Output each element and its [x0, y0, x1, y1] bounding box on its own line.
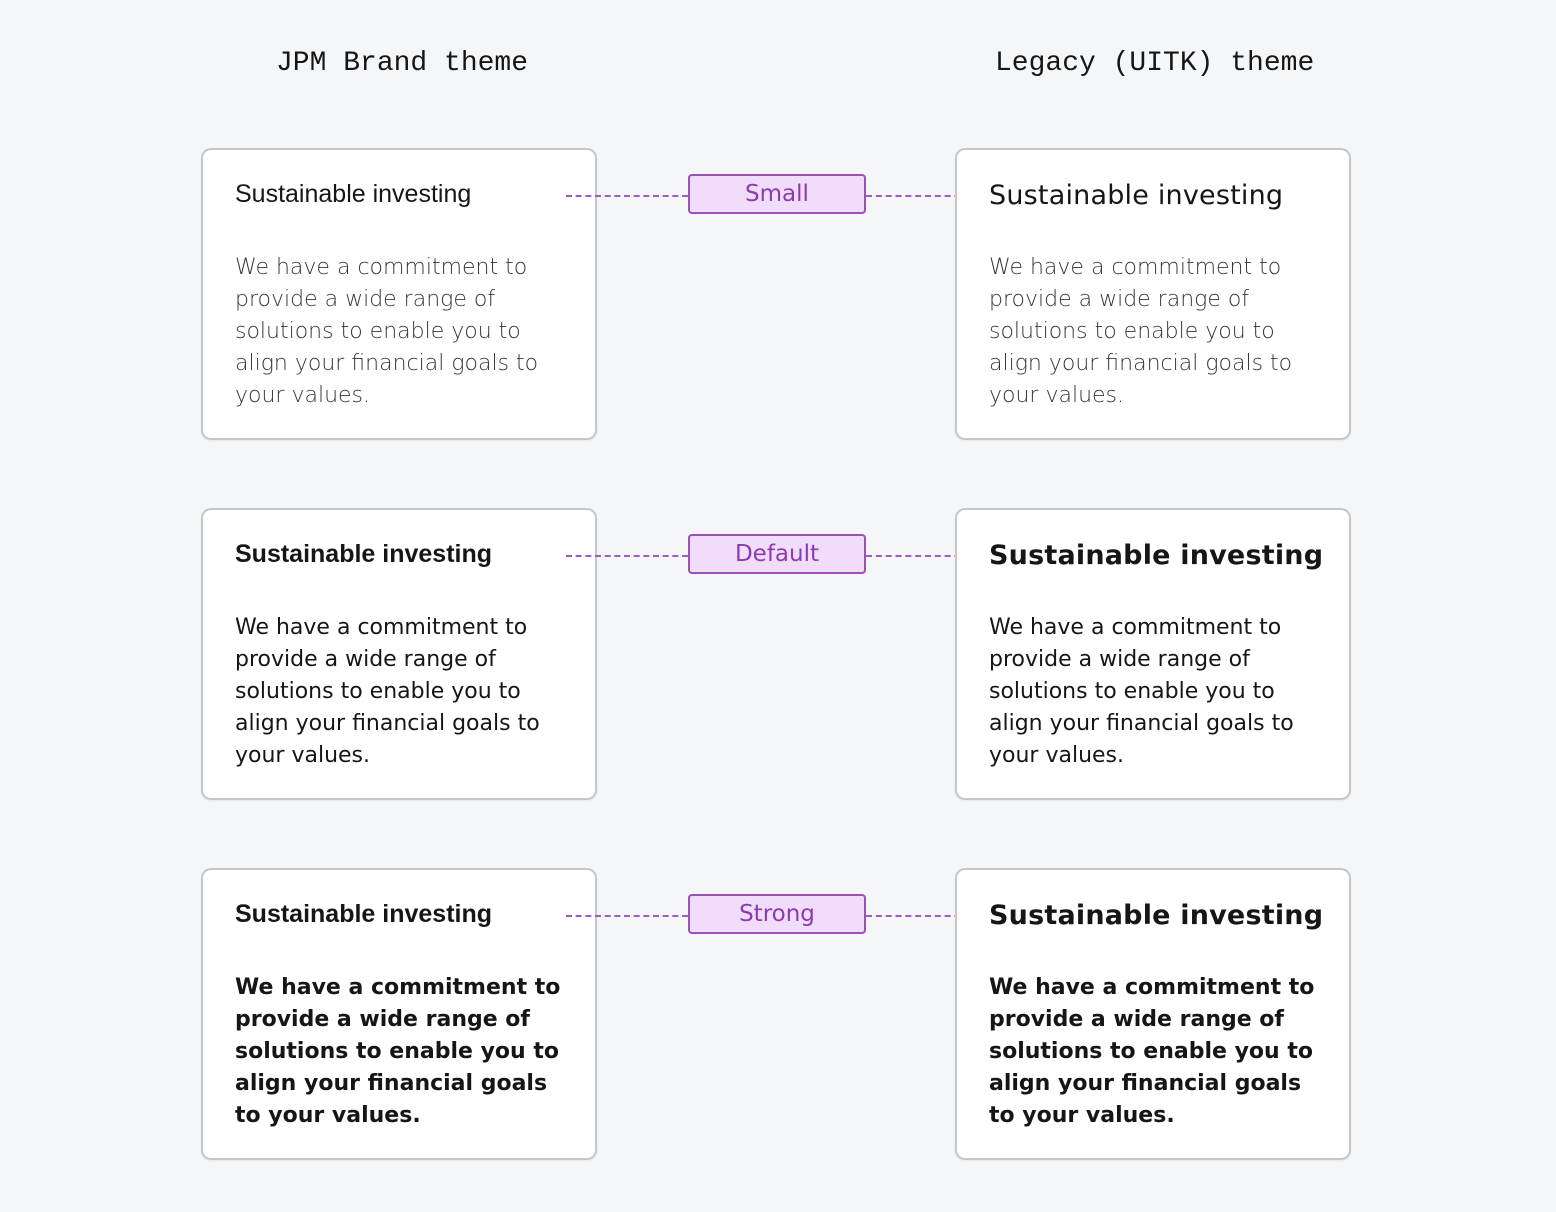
uitk-card-default: Sustainable investing We have a commitme… — [955, 508, 1351, 800]
jpm-brand-theme-title: JPM Brand theme — [276, 48, 529, 79]
legacy-theme-title: Legacy (UITK) theme — [995, 48, 1315, 79]
weight-label-strong: Strong — [688, 894, 866, 934]
card-body-text: We have a commitment to provide a wide r… — [235, 255, 539, 408]
uitk-card-strong: Sustainable investing We have a commitme… — [955, 868, 1351, 1160]
weight-label-default: Default — [688, 534, 866, 574]
jpm-card-strong: Sustainable investing We have a commitme… — [201, 868, 597, 1160]
connector-line-left — [566, 195, 688, 197]
card-body-text: We have a commitment to provide a wide r… — [989, 255, 1293, 408]
card-heading: Sustainable investing — [989, 180, 1284, 211]
card-heading: Sustainable investing — [235, 180, 472, 208]
jpm-card-default: Sustainable investing We have a commitme… — [201, 508, 597, 800]
card-body-text: We have a commitment to provide a wide r… — [235, 615, 540, 768]
connector-line-right — [866, 915, 990, 917]
connector-line-left — [566, 555, 688, 557]
card-heading: Sustainable investing — [989, 540, 1324, 571]
connector-line-right — [866, 195, 990, 197]
connector-line-right — [866, 555, 990, 557]
jpm-card-small: Sustainable investing We have a commitme… — [201, 148, 597, 440]
card-heading: Sustainable investing — [235, 900, 493, 928]
card-body-text: We have a commitment to provide a wide r… — [989, 615, 1294, 768]
connector-line-left — [566, 915, 688, 917]
card-heading: Sustainable investing — [989, 900, 1324, 931]
uitk-card-small: Sustainable investing We have a commitme… — [955, 148, 1351, 440]
card-body-text: We have a commitment to provide a wide r… — [989, 975, 1315, 1128]
card-body-text: We have a commitment to provide a wide r… — [235, 975, 561, 1128]
weight-label-small: Small — [688, 174, 866, 214]
card-heading: Sustainable investing — [235, 540, 493, 568]
